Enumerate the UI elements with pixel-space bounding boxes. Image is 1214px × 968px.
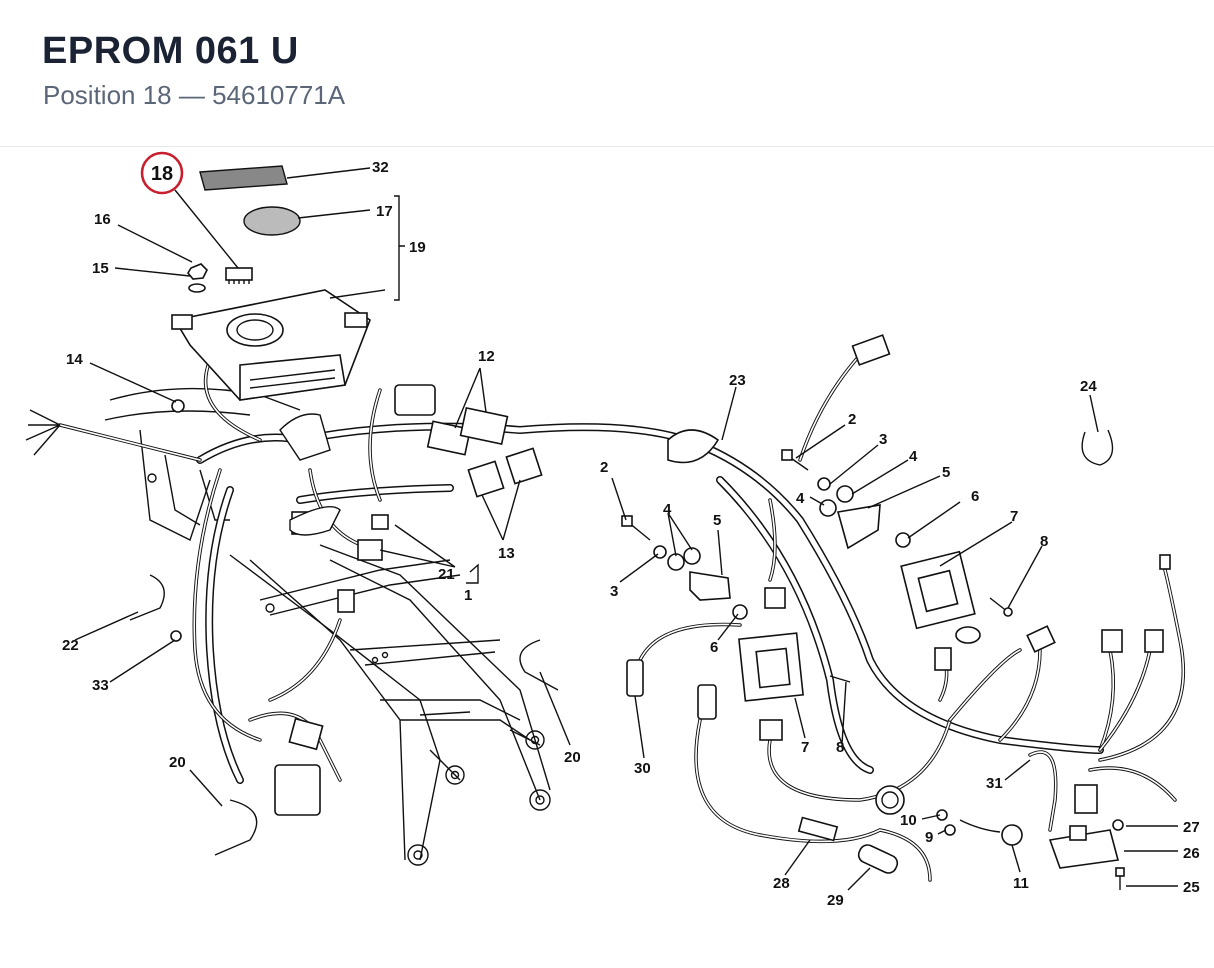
harness-cables [58,353,1186,882]
harness-connectors [274,334,1171,816]
callout-6-left[interactable]: 6 [710,639,718,656]
mounting-brackets [689,504,881,601]
leader-lines [74,167,1178,891]
vacuum-tube [1028,750,1058,832]
callout-16[interactable]: 16 [94,211,111,228]
ignition-module [900,550,976,630]
callout-24[interactable]: 24 [1080,378,1097,395]
callout-15[interactable]: 15 [92,260,109,277]
callout-33[interactable]: 33 [92,677,109,694]
callout-12[interactable]: 12 [478,348,495,365]
temperature-sensors [626,659,899,874]
callout-30[interactable]: 30 [634,760,651,777]
callout-8-left[interactable]: 8 [836,739,844,756]
nut [187,263,208,293]
callout-32[interactable]: 32 [372,159,389,176]
pressure-sensor [1048,825,1120,869]
bolts-washers [170,399,1125,890]
loom-bundle [25,409,341,536]
callout-25[interactable]: 25 [1183,879,1200,896]
callout-7-left[interactable]: 7 [801,739,809,756]
callout-5-left[interactable]: 5 [713,512,721,529]
callout-4-left[interactable]: 4 [663,501,672,518]
ignition-coil [738,632,804,702]
callout-20-right[interactable]: 20 [564,749,581,766]
eprom-chip [225,267,253,284]
callout-18[interactable]: 18 [151,163,173,185]
callout-17[interactable]: 17 [376,203,393,220]
cable-clamps [129,429,1114,856]
callout-3-right[interactable]: 3 [879,431,887,448]
callout-1[interactable]: 1 [464,587,472,604]
callout-2-left[interactable]: 2 [600,459,608,476]
wiring-harness-drawing: 18 32 17 19 16 15 14 12 13 21 1 22 33 20… [25,151,1200,909]
ecu-control-unit [171,289,371,401]
callout-10[interactable]: 10 [900,812,917,829]
callout-28[interactable]: 28 [773,875,790,892]
callout-3-left[interactable]: 3 [610,583,618,600]
callout-2-right[interactable]: 2 [848,411,856,428]
callout-14[interactable]: 14 [66,351,83,368]
callout-26[interactable]: 26 [1183,845,1200,862]
eprom-label-sticker [199,165,288,191]
callout-11[interactable]: 11 [1013,875,1029,892]
callout-29[interactable]: 29 [827,892,844,909]
frame-drawing [104,387,551,866]
callout-8-right[interactable]: 8 [1040,533,1048,550]
connector-12 [426,406,509,456]
highlight-ring [140,151,184,195]
callout-4-right[interactable]: 4 [909,448,918,465]
callout-21[interactable]: 21 [438,566,455,583]
callout-19[interactable]: 19 [409,239,426,256]
connector-13 [467,447,543,498]
page-header: EPROM 061 U Position 18 — 54610771A [0,0,1214,147]
callout-23[interactable]: 23 [729,372,746,389]
callout-13[interactable]: 13 [498,545,515,562]
callout-22[interactable]: 22 [62,637,79,654]
page-title: EPROM 061 U [42,30,299,72]
callout-6-right[interactable]: 6 [971,488,979,505]
callout-31[interactable]: 31 [986,775,1003,792]
callout-9[interactable]: 9 [925,829,933,846]
callout-5-right[interactable]: 5 [942,464,950,481]
page-subtitle: Position 18 — 54610771A [43,80,346,110]
cover-seal [243,206,301,236]
callout-labels: 18 32 17 19 16 15 14 12 13 21 1 22 33 20… [62,159,1200,909]
callout-20-left[interactable]: 20 [169,754,186,771]
callout-7-right[interactable]: 7 [1010,508,1018,525]
exploded-parts-diagram: 18 32 17 19 16 15 14 12 13 21 1 22 33 20… [0,147,1214,963]
callout-27[interactable]: 27 [1183,819,1200,836]
sensor-11 [1001,824,1023,846]
callout-4-mid[interactable]: 4 [796,490,805,507]
